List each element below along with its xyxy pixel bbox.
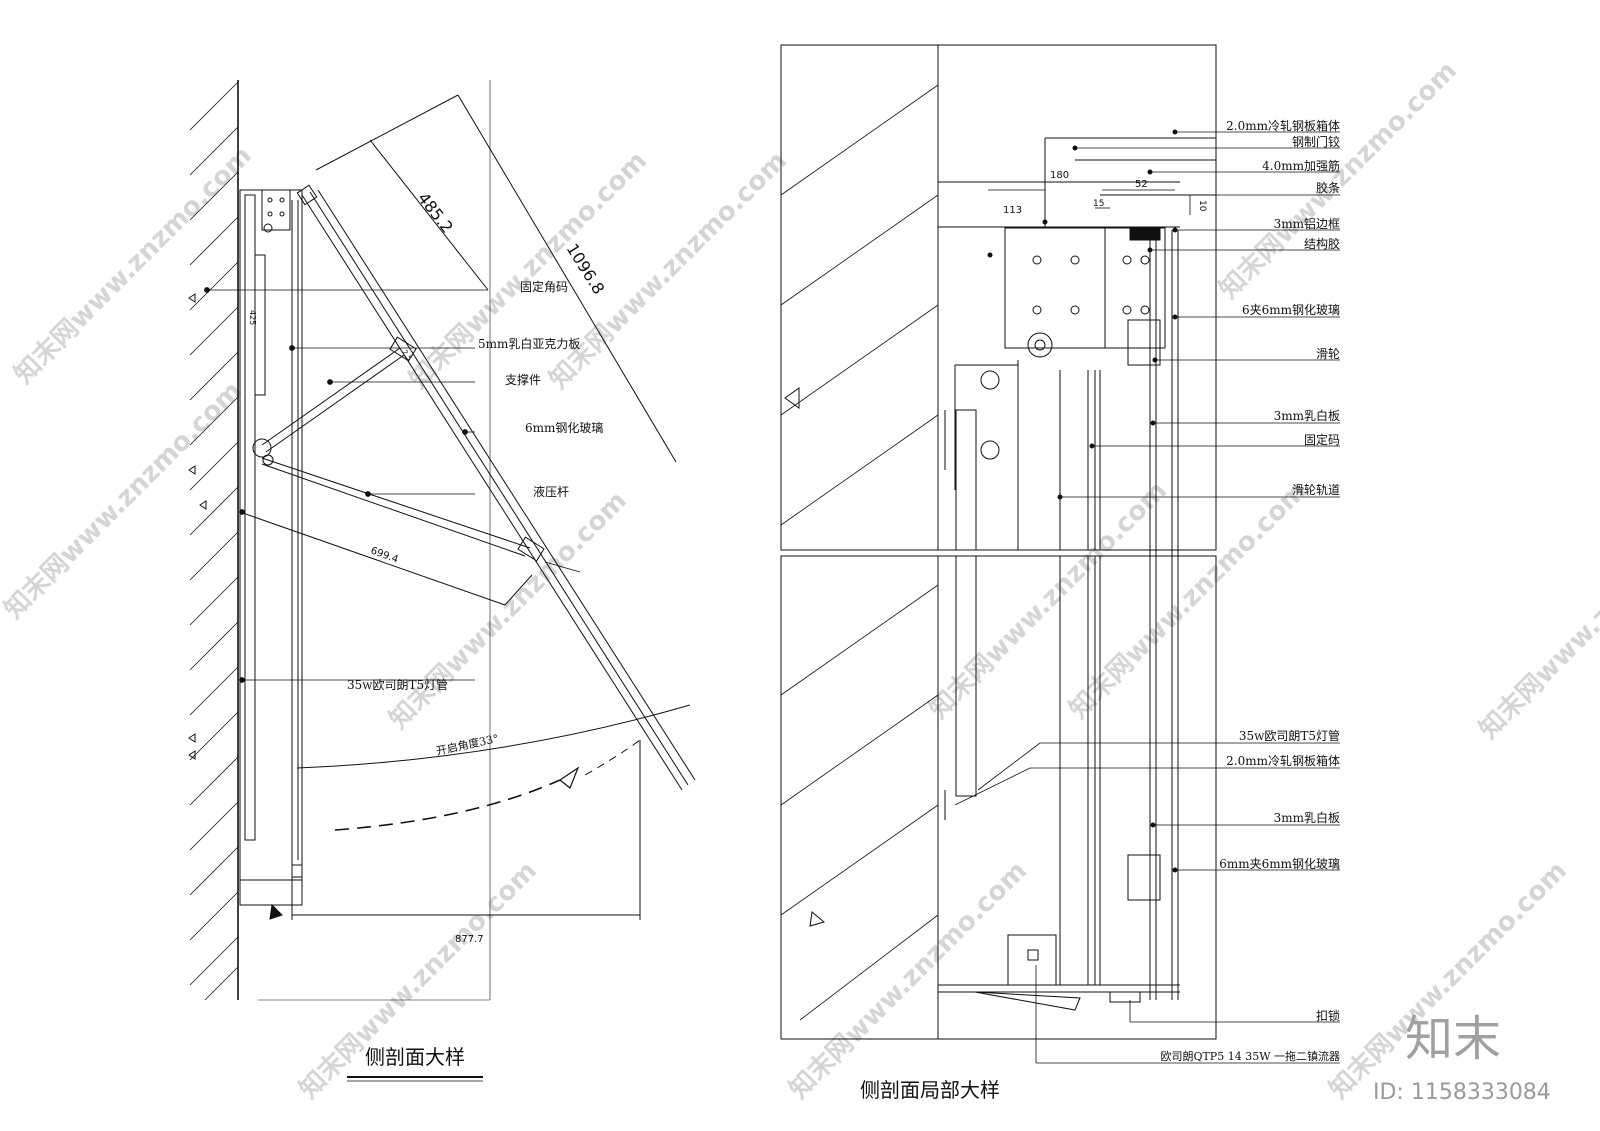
dim-485: 485.2 bbox=[414, 189, 457, 237]
brand-logo-text: 知末 bbox=[1405, 1011, 1501, 1067]
label-lamp: 35w欧司朗T5灯管 bbox=[347, 677, 448, 692]
label-r6: 结构胶 bbox=[1304, 236, 1340, 251]
watermark-text: 知末网www.znzmo.com bbox=[1474, 496, 1600, 745]
right-labels: 2.0mm冷轧钢板箱体 钢制门铰 4.0mm加强筋 胶条 3mm铝边框 结构胶 … bbox=[1160, 118, 1340, 1063]
left-section-drawing bbox=[188, 80, 696, 1001]
label-r7: 6夹6mm钢化玻璃 bbox=[1242, 303, 1340, 317]
watermark-text: 知末网www.znzmo.com bbox=[9, 141, 258, 390]
dim-113: 113 bbox=[1003, 205, 1022, 216]
watermark-text: 知末网www.znzmo.com bbox=[924, 476, 1173, 725]
label-r17: 欧司朗QTP5 14 35W 一拖二镇流器 bbox=[1160, 1049, 1340, 1063]
dim-52: 52 bbox=[1135, 179, 1148, 190]
right-dims: 180 52 113 15 10 bbox=[1003, 170, 1207, 216]
label-acrylic: 5mm乳白亚克力板 bbox=[478, 336, 580, 351]
dim-877: 877.7 bbox=[455, 934, 484, 945]
dim-15: 15 bbox=[1093, 199, 1104, 209]
title-right: 侧剖面局部大样 bbox=[860, 1078, 1000, 1102]
label-hydraulic: 液压杆 bbox=[533, 484, 569, 499]
left-title: 侧剖面大样 bbox=[347, 1045, 483, 1082]
dim-1096: 1096.8 bbox=[563, 240, 609, 298]
label-r12: 35w欧司朗T5灯管 bbox=[1239, 728, 1340, 743]
label-r2: 钢制门铰 bbox=[1292, 134, 1340, 149]
label-r16: 扣锁 bbox=[1316, 1008, 1340, 1023]
watermark-text: 知末网www.znzmo.com bbox=[404, 146, 653, 395]
label-r3: 4.0mm加强筋 bbox=[1262, 158, 1340, 173]
label-glass: 6mm钢化玻璃 bbox=[525, 421, 603, 435]
label-fixed-bracket: 固定角码 bbox=[520, 279, 568, 294]
watermark-text: 知末网www.znzmo.com bbox=[384, 486, 633, 735]
label-r15: 6mm夹6mm钢化玻璃 bbox=[1219, 857, 1340, 871]
dim-180: 180 bbox=[1050, 170, 1069, 181]
wall-hatch bbox=[189, 81, 239, 1001]
label-r1: 2.0mm冷轧钢板箱体 bbox=[1226, 118, 1340, 133]
label-r4: 胶条 bbox=[1316, 180, 1340, 195]
right-title: 侧剖面局部大样 bbox=[860, 1078, 1000, 1102]
label-r11: 滑轮轨道 bbox=[1292, 483, 1340, 497]
title-left: 侧剖面大样 bbox=[365, 1045, 465, 1069]
label-r14: 3mm乳白板 bbox=[1274, 810, 1340, 825]
right-wall-hatch bbox=[780, 84, 939, 1021]
label-r10: 固定码 bbox=[1304, 432, 1340, 447]
image-id-text: ID: 1158333084 bbox=[1373, 1080, 1551, 1105]
brand-watermark: 知末 ID: 1158333084 bbox=[1373, 1011, 1551, 1105]
watermark-text: 知末网www.znzmo.com bbox=[1064, 476, 1313, 725]
watermark-text: 知末网www.znzmo.com bbox=[0, 376, 248, 625]
label-r13: 2.0mm冷轧钢板箱体 bbox=[1226, 753, 1340, 768]
right-section-drawing bbox=[780, 44, 1340, 1064]
dim-10: 10 bbox=[1197, 200, 1207, 212]
watermark-text: 知末网www.znzmo.com bbox=[1324, 856, 1573, 1105]
dim-425: 425 bbox=[248, 310, 257, 325]
label-support: 支撑件 bbox=[505, 372, 541, 387]
label-r5: 3mm铝边框 bbox=[1274, 216, 1340, 231]
label-r8: 滑轮 bbox=[1316, 347, 1340, 361]
watermark-text: 知末网www.znzmo.com bbox=[784, 856, 1033, 1105]
label-r9: 3mm乳白板 bbox=[1274, 408, 1340, 423]
